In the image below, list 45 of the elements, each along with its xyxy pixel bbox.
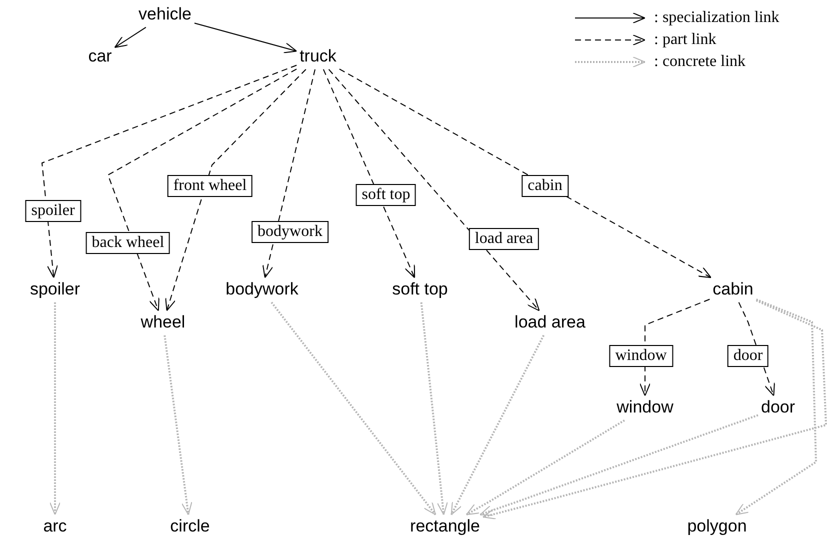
edge-label: spoiler — [25, 200, 81, 222]
node-label: bodywork — [226, 280, 298, 300]
arrow — [450, 334, 545, 516]
node-label: vehicle — [138, 6, 192, 24]
edge-label: soft top — [356, 184, 416, 206]
arrow — [482, 300, 827, 520]
node-label: polygon — [687, 518, 747, 536]
arrow — [420, 302, 448, 516]
node-label: truck — [300, 48, 336, 66]
edge-label: back wheel — [86, 232, 170, 254]
node-label: window — [616, 398, 674, 418]
arrow — [466, 419, 625, 516]
arrow — [107, 68, 298, 312]
node-label: cabin — [712, 280, 754, 300]
arrow — [262, 68, 316, 278]
node-label: car — [88, 48, 112, 66]
arrow — [480, 414, 758, 516]
node-label: wheel — [140, 314, 186, 332]
node-label: load area — [514, 314, 586, 332]
legend-text: : concrete link — [654, 52, 746, 72]
edge-label: window — [609, 345, 673, 367]
edge-label: bodywork — [252, 221, 328, 243]
node-label: rectangle — [410, 518, 480, 536]
node-label: door — [760, 398, 796, 418]
edge-label: load area — [468, 228, 540, 250]
arrow — [164, 335, 192, 516]
legend-text: : specialization link — [654, 8, 780, 28]
node-label: spoiler — [30, 280, 80, 300]
legend-text: : part link — [654, 30, 716, 50]
arrow — [322, 68, 416, 278]
arrow — [338, 68, 712, 278]
arrow — [165, 68, 306, 312]
arrow — [194, 22, 298, 54]
arrow — [735, 298, 818, 516]
node-label: soft top — [392, 280, 448, 300]
node-label: arc — [43, 518, 67, 536]
arrow — [328, 68, 540, 312]
arrow — [50, 302, 60, 516]
edge-label: cabin — [522, 175, 568, 197]
edge-label: door — [727, 345, 769, 367]
arrow — [41, 64, 298, 278]
arrow — [270, 302, 436, 516]
node-label: circle — [170, 518, 210, 536]
arrow — [114, 26, 146, 48]
edge-label: front wheel — [167, 175, 253, 197]
